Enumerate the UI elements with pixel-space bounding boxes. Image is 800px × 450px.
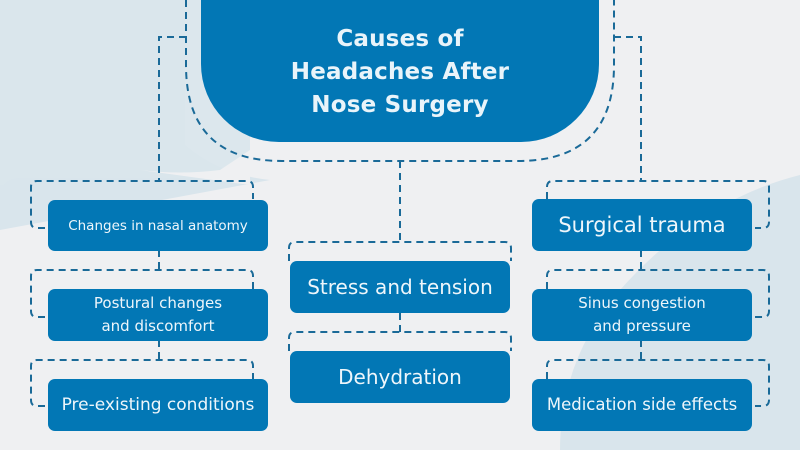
node-label-line-2: and discomfort — [101, 317, 215, 335]
node-dehydration: Dehydration — [290, 351, 510, 403]
node-changes-in-nasal-anatomy: Changes in nasal anatomy — [48, 200, 268, 251]
node-pre-existing-conditions: Pre-existing conditions — [48, 379, 268, 431]
node-label: Changes in nasal anatomy — [68, 217, 248, 234]
node-label: Medication side effects — [546, 395, 738, 414]
node-label-line-1: Postural changes — [93, 294, 223, 312]
node-stress-and-tension: Stress and tension — [290, 261, 510, 313]
node-label: Surgical trauma — [558, 213, 726, 237]
node-label: Dehydration — [338, 365, 462, 389]
title-line-2: Headaches After — [290, 59, 510, 85]
node-label-line-2: and pressure — [593, 317, 691, 335]
node-label-line-1: Sinus congestion — [578, 294, 706, 312]
node-label: Stress and tension — [307, 275, 493, 299]
title-node: Causes of Headaches After Nose Surgery — [201, 0, 599, 142]
node-label: Pre-existing conditions — [61, 395, 255, 415]
node-sinus-congestion: Sinus congestion and pressure — [532, 289, 752, 341]
node-surgical-trauma: Surgical trauma — [532, 199, 752, 251]
node-postural-changes: Postural changes and discomfort — [48, 289, 268, 341]
title-line-1: Causes of — [336, 26, 464, 52]
title-line-3: Nose Surgery — [311, 92, 489, 118]
node-medication-side-effects: Medication side effects — [532, 379, 752, 431]
